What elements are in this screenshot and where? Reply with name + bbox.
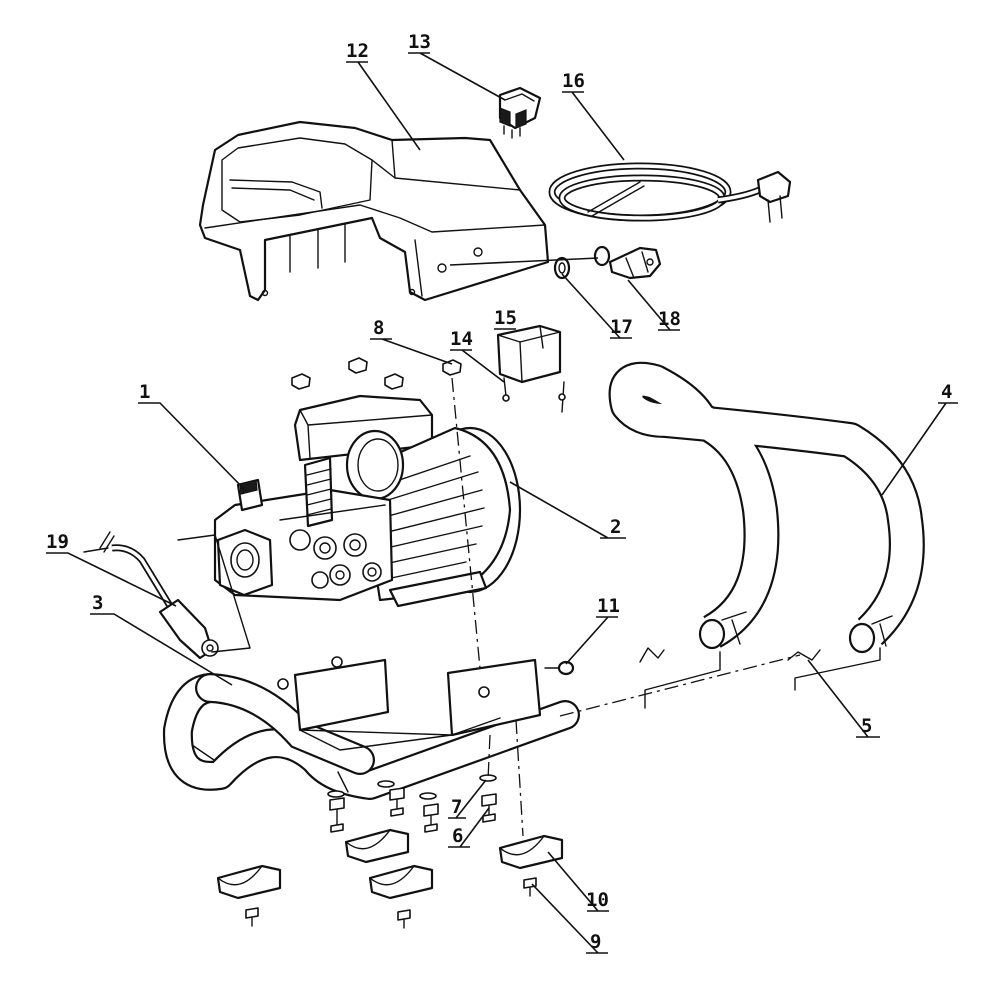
callout-9: 9 <box>590 931 601 953</box>
part-18-cord-grip <box>593 245 662 280</box>
callout-6: 6 <box>452 825 463 847</box>
part-10-feet <box>216 828 564 900</box>
callout-2: 2 <box>610 516 621 538</box>
part-2-motor <box>293 394 522 608</box>
part-7-washers <box>327 774 497 800</box>
part-11-screw <box>544 660 575 676</box>
callout-5: 5 <box>861 715 872 737</box>
assembly-lines <box>451 377 801 837</box>
mounting-plate <box>277 656 542 751</box>
part-16-power-cord <box>548 162 792 223</box>
callout-17: 17 <box>610 316 633 338</box>
callout-labels: 1 2 3 4 5 6 7 8 9 10 11 12 13 14 15 16 1… <box>46 31 952 953</box>
callout-7: 7 <box>451 796 462 818</box>
callout-1: 1 <box>139 381 150 403</box>
callout-8: 8 <box>373 317 384 339</box>
callout-19: 19 <box>46 531 69 553</box>
part-14-screws <box>502 377 566 413</box>
part-5-clips <box>639 647 881 709</box>
callout-12: 12 <box>346 40 369 62</box>
part-15-capacitor-box <box>496 324 562 384</box>
part-4-handle <box>608 361 925 654</box>
callout-14: 14 <box>450 328 473 350</box>
part-9-bolts <box>245 877 537 929</box>
callout-11: 11 <box>597 595 620 617</box>
callout-10: 10 <box>586 889 609 911</box>
part-8-nuts <box>291 357 462 390</box>
callout-13: 13 <box>408 31 431 53</box>
part-13-switch <box>498 86 542 139</box>
part-17-washer <box>553 256 571 280</box>
callout-4: 4 <box>941 381 952 403</box>
part-1-pump <box>213 456 394 602</box>
callout-18: 18 <box>658 308 681 330</box>
part-12-top-cover <box>198 120 550 302</box>
callout-3: 3 <box>92 592 103 614</box>
leader-lines <box>46 52 958 954</box>
part-3-frame <box>162 673 580 800</box>
callout-16: 16 <box>562 70 585 92</box>
part-6-bolts <box>329 787 497 833</box>
callout-15: 15 <box>494 307 517 329</box>
part-19-hose-connector <box>83 531 251 660</box>
